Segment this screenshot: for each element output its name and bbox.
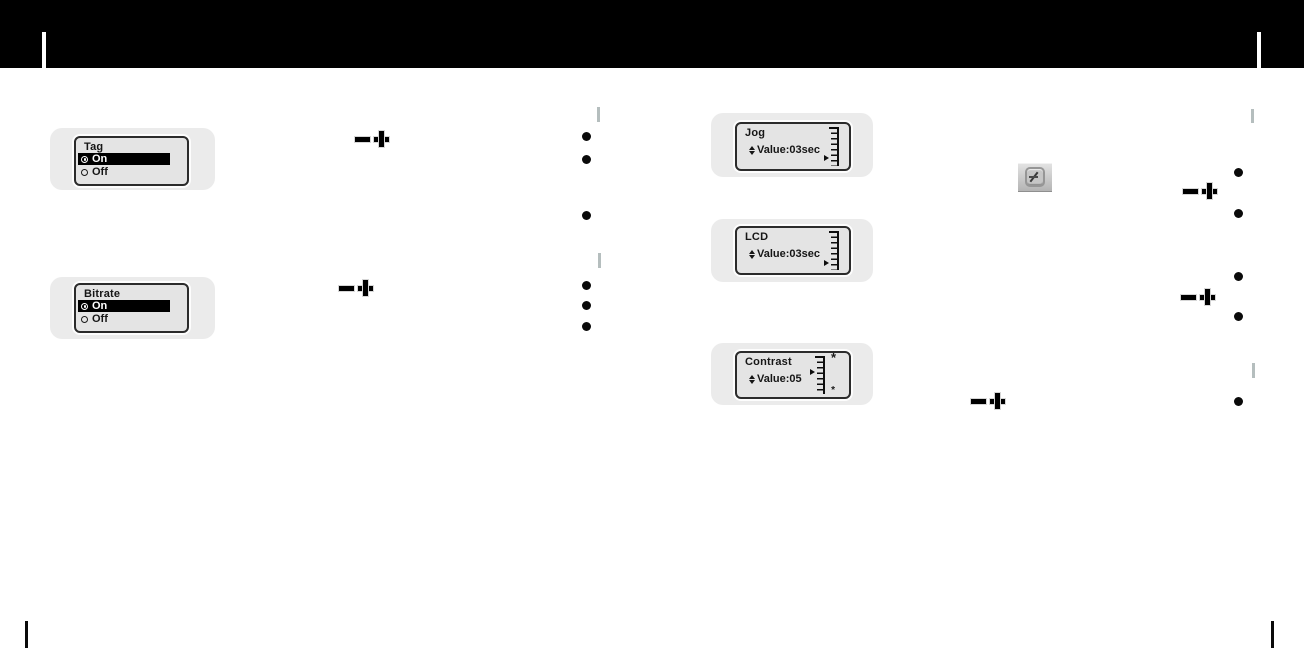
header-bar [0, 0, 1304, 68]
screen-title: Jog [745, 127, 766, 139]
value-scale-ruler [815, 356, 825, 394]
updown-icon [749, 249, 755, 259]
option-label: Off [92, 313, 108, 325]
header-crop-tick-right [1257, 32, 1261, 68]
bullet-icon [1234, 209, 1243, 218]
minus-icon [971, 398, 986, 404]
screen-title: Bitrate [84, 288, 121, 300]
bullet-icon [1234, 312, 1243, 321]
plus-icon [374, 131, 389, 147]
bullet-icon [1234, 397, 1243, 406]
bullet-icon [1234, 168, 1243, 177]
bullet-icon [582, 281, 591, 290]
value-scale-ruler [829, 127, 839, 166]
tag-setting-card: Tag On Off [50, 128, 215, 190]
section-marker [1251, 109, 1254, 123]
plus-icon [1202, 183, 1217, 199]
section-marker [597, 107, 600, 122]
header-crop-tick-left [42, 32, 46, 68]
option-row-off: Off [76, 313, 108, 325]
volume-minus-plus-pair [339, 280, 373, 296]
pointer-icon [824, 155, 829, 161]
brightness-low-icon: * [831, 385, 835, 396]
pointer-icon [824, 260, 829, 266]
option-label: On [92, 300, 108, 312]
footer-crop-tick-right [1271, 621, 1274, 648]
minus-icon [339, 285, 354, 291]
value-row: Value:05 [749, 373, 802, 385]
jog-setting-card: Jog Value:03sec [711, 113, 873, 177]
section-marker [1252, 363, 1255, 378]
bitrate-setting-card: Bitrate On Off [50, 277, 215, 339]
footer-crop-tick-left [25, 621, 28, 648]
option-label: On [92, 153, 108, 165]
value-label: Value:03sec [757, 144, 820, 156]
plus-icon [990, 393, 1005, 409]
bullet-icon [582, 155, 591, 164]
minus-icon [1183, 188, 1198, 194]
menu-key-label-dots [1029, 176, 1038, 178]
volume-minus-plus-pair [1183, 183, 1217, 199]
value-label: Value:03sec [757, 248, 820, 260]
pointer-icon [810, 369, 815, 375]
minus-icon [1181, 294, 1196, 300]
jog-lcd-screen: Jog Value:03sec [735, 122, 851, 171]
screen-title: Contrast [745, 356, 792, 368]
bullet-icon [582, 211, 591, 220]
option-row-off: Off [76, 166, 108, 178]
radio-unselected-icon [81, 168, 88, 176]
contrast-setting-card: Contrast Value:05 * * [711, 343, 873, 405]
value-scale-ruler [829, 231, 839, 270]
tag-lcd-screen: Tag On Off [74, 136, 189, 186]
screen-title: Tag [84, 141, 104, 153]
option-label: Off [92, 166, 108, 178]
plus-icon [1200, 289, 1215, 305]
value-label: Value:05 [757, 373, 802, 385]
plus-icon [358, 280, 373, 296]
bitrate-lcd-screen: Bitrate On Off [74, 283, 189, 333]
option-row-on: On [78, 300, 170, 312]
updown-icon [749, 145, 755, 155]
updown-icon [749, 374, 755, 384]
lcd-setting-card: LCD Value:03sec [711, 219, 873, 282]
bullet-icon [1234, 272, 1243, 281]
screen-title: LCD [745, 231, 769, 243]
menu-button-photo [1018, 163, 1052, 192]
section-marker [598, 253, 601, 268]
lcd-lcd-screen: LCD Value:03sec [735, 226, 851, 275]
bullet-icon [582, 301, 591, 310]
volume-minus-plus-pair [971, 393, 1005, 409]
value-row: Value:03sec [749, 144, 820, 156]
radio-selected-icon [81, 155, 88, 163]
radio-unselected-icon [81, 315, 88, 323]
brightness-high-icon: * [830, 350, 836, 365]
bullet-icon [582, 132, 591, 141]
contrast-lcd-screen: Contrast Value:05 * * [735, 351, 851, 399]
value-row: Value:03sec [749, 248, 820, 260]
minus-icon [355, 136, 370, 142]
bullet-icon [582, 322, 591, 331]
option-row-on: On [78, 153, 170, 165]
radio-selected-icon [81, 302, 88, 310]
volume-minus-plus-pair [355, 131, 389, 147]
volume-minus-plus-pair [1181, 289, 1215, 305]
